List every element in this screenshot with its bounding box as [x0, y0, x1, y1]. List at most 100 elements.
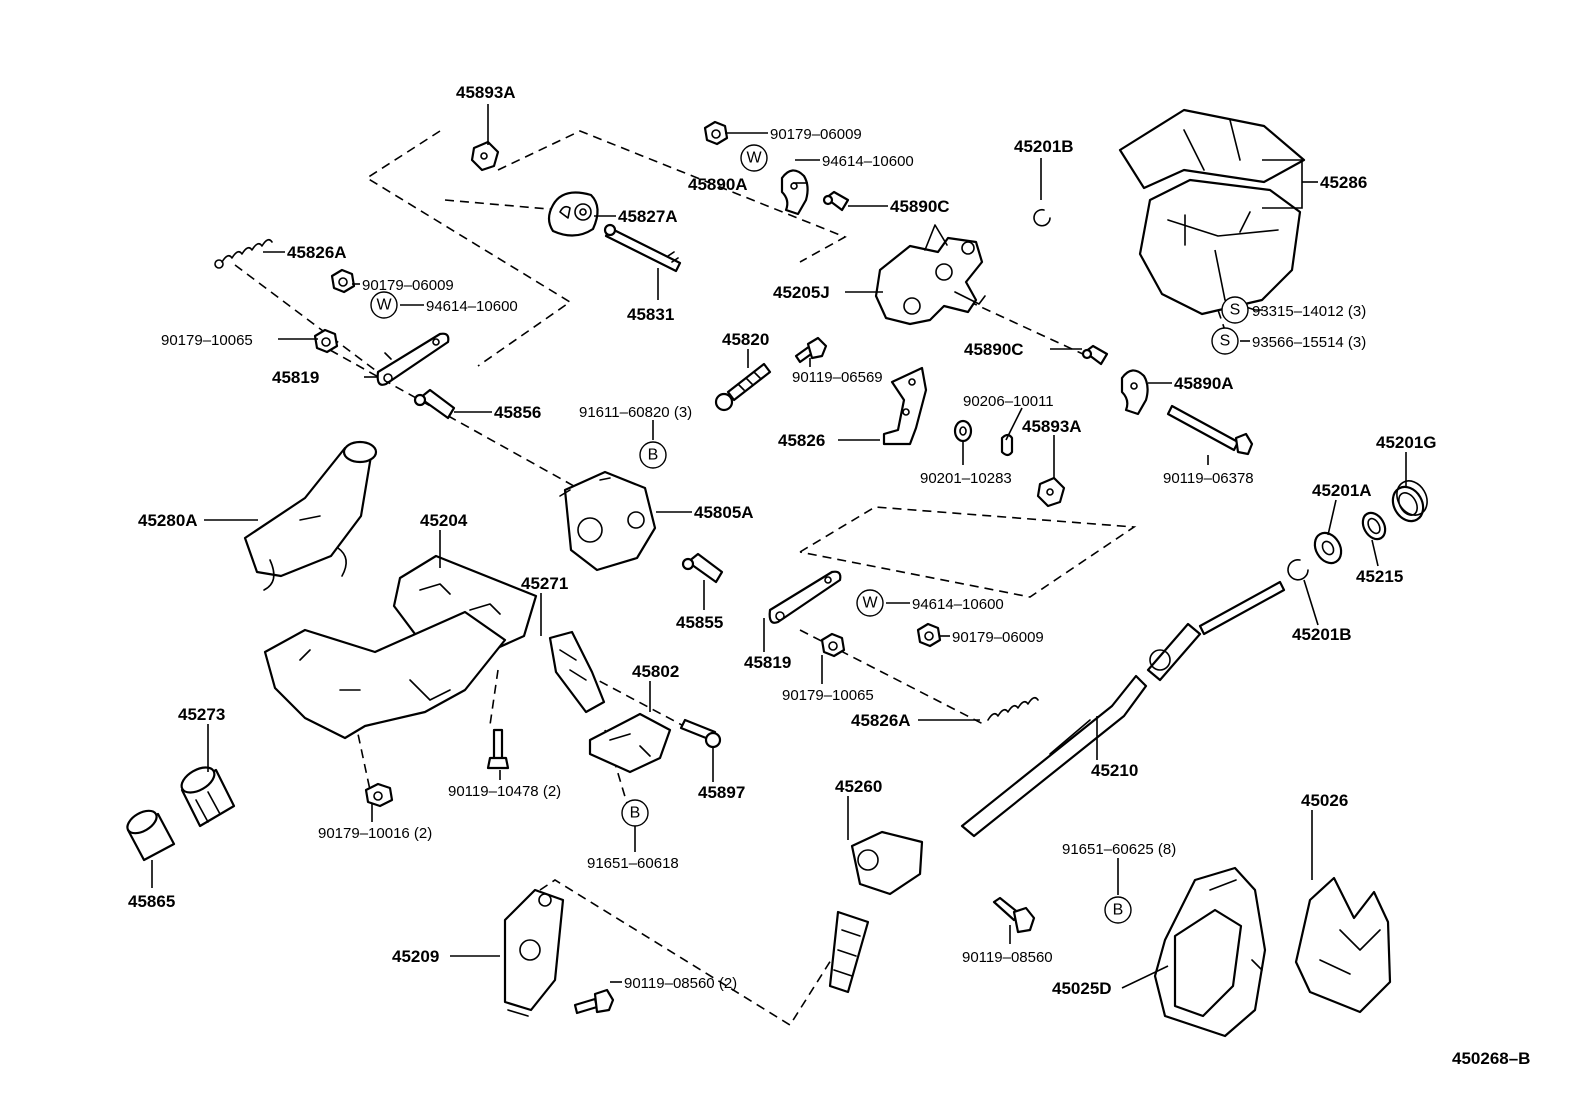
- part-45286: [1118, 108, 1306, 316]
- symbol-s-lower: S: [1211, 327, 1239, 355]
- svg-text:B: B: [1113, 902, 1124, 919]
- label-90179-10065-b: 90179–10065: [782, 687, 874, 704]
- label-90201-10283: 90201–10283: [920, 470, 1012, 487]
- part-90179-06009-left-nut: [330, 268, 356, 294]
- part-45890A-right: [1120, 369, 1149, 416]
- leader-lines: [151, 104, 1407, 989]
- symbol-w-left: W: [370, 291, 398, 319]
- label-45210: 45210: [1091, 761, 1138, 780]
- svg-text:W: W: [746, 150, 762, 167]
- svg-text:B: B: [630, 805, 641, 822]
- label-45819-left: 45819: [272, 368, 319, 387]
- part-45802: [588, 712, 672, 774]
- part-45826A-left-spring: [214, 238, 273, 269]
- label-45827A: 45827A: [618, 207, 678, 226]
- part-45826A-mid-spring: [987, 696, 1039, 721]
- part-45827A: [547, 191, 599, 237]
- part-45271: [548, 630, 606, 714]
- part-90206-10011-clip: [1000, 433, 1014, 457]
- part-45280A: [243, 440, 378, 591]
- part-90179-10016-nut: [364, 782, 394, 808]
- label-45271: 45271: [521, 574, 568, 593]
- part-45819-mid: [768, 570, 842, 624]
- label-90179-10065-a: 90179–10065: [161, 332, 253, 349]
- label-45215: 45215: [1356, 567, 1403, 586]
- part-45025D: [1153, 866, 1267, 1038]
- label-45856: 45856: [494, 403, 541, 422]
- label-45893A-mid: 45893A: [1022, 417, 1082, 436]
- label-45826: 45826: [778, 431, 825, 450]
- symbol-s-upper: S: [1221, 296, 1249, 324]
- symbol-b-boot: B: [1104, 896, 1132, 924]
- label-94614-10600-a: 94614–10600: [822, 153, 914, 170]
- label-90179-06009-c: 90179–06009: [952, 629, 1044, 646]
- part-45893A-mid: [1036, 476, 1066, 508]
- label-45260: 45260: [835, 777, 882, 796]
- label-94614-10600-b: 94614–10600: [426, 298, 518, 315]
- part-45026: [1294, 876, 1392, 1014]
- part-45201G: [1391, 480, 1428, 523]
- label-90179-10016: 90179–10016 (2): [318, 825, 432, 842]
- part-45890A-top: [780, 169, 809, 216]
- part-90179-10065-mid-nut: [820, 632, 846, 658]
- part-45826: [882, 366, 928, 446]
- label-45865: 45865: [128, 892, 175, 911]
- part-45209: [503, 888, 565, 1017]
- label-45209: 45209: [392, 947, 439, 966]
- label-45025D: 45025D: [1052, 979, 1112, 998]
- svg-text:B: B: [648, 447, 659, 464]
- part-45201B-top: [1033, 208, 1051, 227]
- label-94614-10600-c: 94614–10600: [912, 596, 1004, 613]
- dashed-guides: [234, 130, 1231, 1027]
- label-90119-06569: 90119–06569: [792, 369, 883, 386]
- label-90119-10478: 90119–10478 (2): [448, 783, 561, 800]
- label-45819-mid: 45819: [744, 653, 791, 672]
- part-45204: [263, 554, 538, 740]
- label-45802: 45802: [632, 662, 679, 681]
- part-45260: [828, 830, 924, 994]
- part-90119-08560-right: [992, 896, 1036, 934]
- symbol-b-switch: B: [621, 799, 649, 827]
- label-93315-14012: 93315–14012 (3): [1252, 303, 1366, 320]
- part-90179-10065-left-nut: [313, 328, 339, 354]
- label-91651-60625: 91651–60625 (8): [1062, 841, 1176, 858]
- symbol-b-lock: B: [639, 441, 667, 469]
- label-45204: 45204: [420, 511, 468, 530]
- label-45893A-top: 45893A: [456, 83, 516, 102]
- label-45831: 45831: [627, 305, 674, 324]
- label-90206-10011: 90206–10011: [963, 393, 1054, 410]
- label-45026: 45026: [1301, 791, 1348, 810]
- label-45855: 45855: [676, 613, 723, 632]
- symbol-w-top: W: [740, 144, 768, 172]
- label-45205J: 45205J: [773, 283, 830, 302]
- label-45201B-top: 45201B: [1014, 137, 1074, 156]
- part-45831: [603, 223, 682, 273]
- label-91611-60820: 91611–60820 (3): [579, 404, 692, 421]
- label-90179-06009-a: 90179–06009: [770, 126, 862, 143]
- part-45805A: [559, 470, 657, 572]
- symbol-w-mid: W: [856, 589, 884, 617]
- part-45890C-top: [822, 190, 850, 212]
- part-45273: [180, 766, 236, 828]
- label-45201B-right: 45201B: [1292, 625, 1352, 644]
- part-labels: 45893A 90179–06009 94614–10600 45890A 45…: [128, 83, 1530, 1068]
- label-45890A-top: 45890A: [688, 175, 748, 194]
- part-45820: [714, 362, 772, 412]
- part-45201A: [1313, 531, 1343, 565]
- label-45273: 45273: [178, 705, 225, 724]
- part-45205J: [874, 224, 986, 326]
- part-45201B-right: [1287, 559, 1309, 581]
- part-45215: [1361, 511, 1387, 541]
- label-90179-06009-b: 90179–06009: [362, 277, 454, 294]
- part-90119-08560-left: [573, 988, 615, 1015]
- label-90119-06378: 90119–06378: [1163, 470, 1254, 487]
- label-45820: 45820: [722, 330, 769, 349]
- part-45855: [681, 552, 724, 584]
- part-45856: [413, 388, 456, 420]
- label-45897: 45897: [698, 783, 745, 802]
- label-45890A-right: 45890A: [1174, 374, 1234, 393]
- part-90179-06009-top-nut: [703, 120, 729, 146]
- label-45286: 45286: [1320, 173, 1367, 192]
- svg-text:S: S: [1220, 333, 1231, 350]
- label-45890C-top: 45890C: [890, 197, 950, 216]
